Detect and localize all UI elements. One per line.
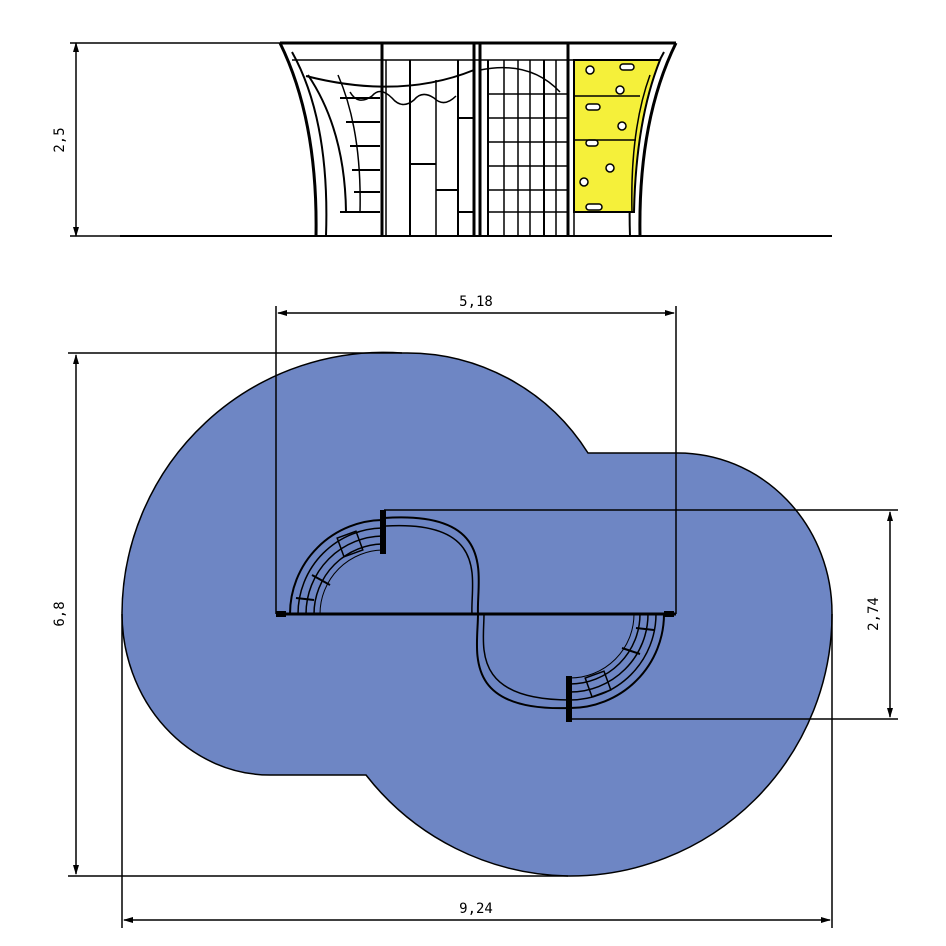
center-bars xyxy=(410,117,474,213)
s-curve-lower-a xyxy=(475,613,571,710)
left-arc-structure xyxy=(289,510,386,615)
left-outer-post xyxy=(278,42,318,237)
climbing-wall-panel xyxy=(573,59,662,213)
inner-offset-label: 2,74 xyxy=(866,597,882,631)
beam-end-left xyxy=(276,611,286,617)
vertical-posts xyxy=(380,43,575,236)
top-width-label: 5,18 xyxy=(459,294,493,310)
beam-end-right xyxy=(664,611,674,617)
s-curve-lower-b xyxy=(482,613,571,701)
s-curve-upper-a xyxy=(383,516,480,615)
net-rope xyxy=(479,66,561,93)
right-outer-post xyxy=(638,42,678,237)
plan-view: 5,18 6,8 2,74 9,24 xyxy=(52,294,898,928)
climbing-net xyxy=(488,60,568,236)
climbing-holds xyxy=(579,63,635,211)
left-ladder-rail-b xyxy=(337,74,361,213)
elevation-height-label: 2,5 xyxy=(52,127,68,152)
rope-garland xyxy=(305,69,475,88)
s-curve-upper-b xyxy=(385,524,474,615)
left-ladder-rail-a xyxy=(307,74,347,213)
total-width-label: 9,24 xyxy=(459,901,493,917)
left-inner-post xyxy=(291,51,328,237)
plan-height-label: 6,8 xyxy=(52,601,68,626)
right-arc-structure xyxy=(566,613,665,722)
right-ladder-rail xyxy=(631,74,651,213)
elevation-view: 2,5 xyxy=(52,41,832,237)
left-ladder-rungs xyxy=(340,97,380,213)
garland-waves xyxy=(349,90,457,106)
